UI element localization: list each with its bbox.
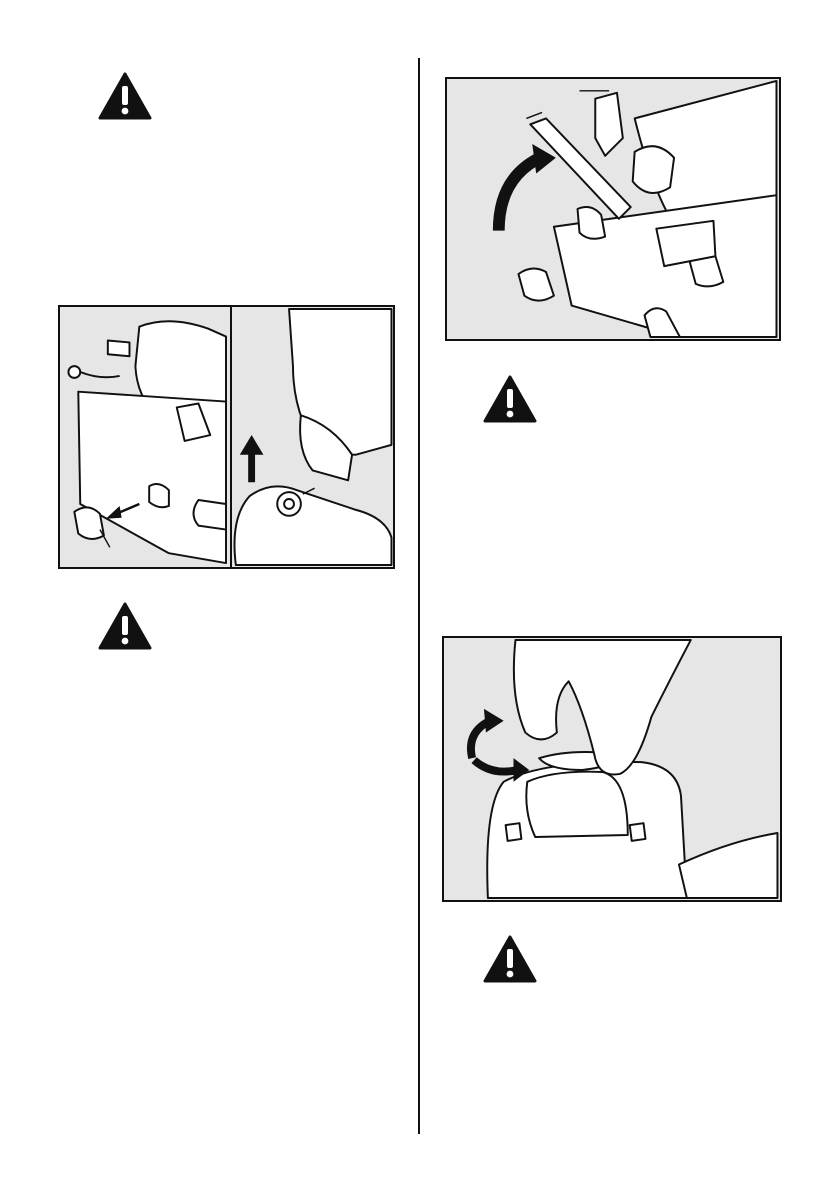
warning-triangle-icon <box>98 602 152 650</box>
illustration-magazine-latch <box>447 79 779 339</box>
figure-open-latch <box>445 77 781 341</box>
illustration-exhaust-cap <box>444 638 780 900</box>
figure-panel-separator <box>230 307 232 567</box>
illustration-nailer-cap <box>60 307 393 567</box>
warning-triangle-icon <box>483 935 537 983</box>
figure-turn-exhaust-cap <box>442 636 782 902</box>
column-divider <box>418 58 420 1134</box>
figure-remove-cap <box>58 305 395 569</box>
warning-triangle-icon <box>483 375 537 423</box>
warning-triangle-icon <box>98 72 152 120</box>
